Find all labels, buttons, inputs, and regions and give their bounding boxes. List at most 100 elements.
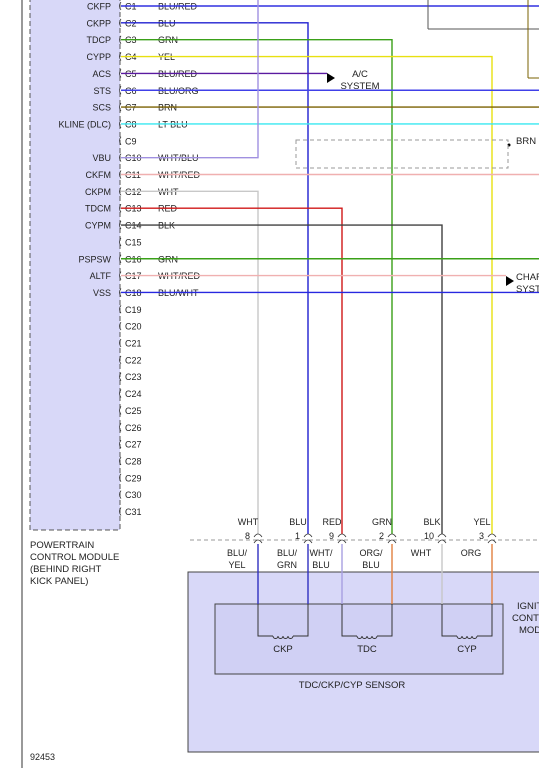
coil-lead <box>477 604 493 637</box>
pin-signal-label: CKFM <box>86 170 112 180</box>
coil-label: TDC <box>357 644 377 655</box>
dashed-shield <box>295 139 509 169</box>
wire-c4 <box>121 55 493 534</box>
pin-terminal <box>119 271 122 280</box>
connector-terminal <box>303 533 313 538</box>
connector-top-label: GRN <box>372 517 392 527</box>
pin-terminal <box>119 355 122 365</box>
ac-arrow-icon <box>327 73 335 83</box>
pin-terminal <box>119 69 122 78</box>
pin-signal-label: TDCP <box>87 35 112 45</box>
coil-label: CKP <box>273 644 293 655</box>
coil-winding-icon <box>356 635 378 639</box>
ignition-line2: CONT <box>512 613 539 624</box>
pin-signal-label: KLINE (DLC) <box>58 119 111 129</box>
ac-system-line1: A/C <box>352 69 368 80</box>
wire-c14 <box>121 224 443 534</box>
ignition-line3: MOD <box>519 625 539 636</box>
coil-label: CYP <box>457 644 477 655</box>
sensor-name: TDC/CKP/CYP SENSOR <box>299 680 406 691</box>
coil-lead <box>341 604 357 637</box>
pin-terminal <box>119 423 122 432</box>
pin-signal-label: CKPP <box>86 18 111 28</box>
pcm-caption-line: KICK PANEL) <box>30 576 88 587</box>
pin-signal-label: STS <box>93 86 111 96</box>
pin-number: C21 <box>125 339 142 349</box>
pin-number: C27 <box>125 440 142 450</box>
connector-terminal <box>487 533 497 538</box>
pin-number: C23 <box>125 372 142 382</box>
pin-terminal <box>119 237 122 247</box>
figure-code: 92453 <box>30 752 55 762</box>
connector-terminal <box>337 539 347 544</box>
pin-number: C9 <box>125 136 137 146</box>
pin-terminal <box>119 220 122 230</box>
connector-terminal <box>253 533 263 538</box>
connector-terminal <box>437 533 447 538</box>
pin-terminal <box>119 203 122 213</box>
wire-c13 <box>121 207 343 534</box>
connector: WHT8BLU/YELBLU1BLU/GRNRED9WHT/BLUGRN2ORG… <box>190 517 539 604</box>
pcm-caption-line: (BEHIND RIGHT <box>30 564 101 575</box>
pin-terminal <box>119 1 122 11</box>
pin-number: C22 <box>125 355 142 365</box>
charging-system-line1: CHAR <box>516 272 539 283</box>
pin-number: C24 <box>125 389 142 399</box>
connector-top-label: YEL <box>473 517 490 527</box>
pin-signal-label: CYPM <box>85 221 111 231</box>
pin-signal-label: ACS <box>92 69 111 79</box>
pin-signal-label: VSS <box>93 288 111 298</box>
ac-system-line2: SYSTEM <box>340 81 379 92</box>
pin-terminal <box>119 102 122 112</box>
wire-c10 <box>121 0 259 159</box>
coil-lead <box>377 604 393 637</box>
pcm-caption-line: CONTROL MODULE <box>30 552 119 563</box>
connector-terminal <box>337 533 347 538</box>
connector-pin-number: 2 <box>379 531 384 541</box>
ignition-line1: IGNIT <box>517 601 539 612</box>
pin-terminal <box>119 86 122 95</box>
pin-terminal <box>119 187 122 196</box>
connector-top-label: BLK <box>423 517 440 527</box>
pin-signal-label: CKPM <box>85 187 111 197</box>
pcm-caption-line: POWERTRAIN <box>30 540 94 551</box>
pin-terminal <box>119 439 122 449</box>
brn-label: BRN <box>516 136 536 147</box>
connector-terminal <box>487 539 497 544</box>
connector-bottom-label: BLU <box>362 560 380 570</box>
pin-terminal <box>119 254 122 263</box>
connector-terminal <box>253 539 263 544</box>
pin-terminal <box>119 288 122 297</box>
pin-terminal <box>119 321 122 331</box>
sensor-box <box>214 603 504 675</box>
connector-bottom-label: WHT <box>411 548 432 558</box>
connector-bottom-label: ORG <box>461 548 482 558</box>
pin-terminal <box>119 507 122 516</box>
pin-signal-label: CKFP <box>87 2 111 12</box>
pin-signal-label: PSPSW <box>78 254 111 264</box>
connector-pin-number: 8 <box>245 531 250 541</box>
pin-number: C29 <box>125 473 142 483</box>
connector-pin-number: 10 <box>424 531 434 541</box>
charging-arrow-icon <box>506 276 514 286</box>
coil-lead <box>257 604 273 637</box>
pin-number: C15 <box>125 237 142 247</box>
pcm-box <box>29 0 121 531</box>
connector-bottom-label: BLU/ <box>227 548 248 558</box>
wire-c3 <box>121 39 393 534</box>
wire-c2 <box>121 22 309 534</box>
connector-bottom-label: GRN <box>277 560 297 570</box>
connector-bottom-label: BLU/ <box>277 548 298 558</box>
pin-terminal <box>119 456 122 466</box>
connector-pin-number: 1 <box>295 531 300 541</box>
pin-signal-label: VBU <box>92 153 111 163</box>
connector-terminal <box>387 533 397 538</box>
wire-c12 <box>121 190 259 534</box>
pin-number: C19 <box>125 305 142 315</box>
pin-number: C28 <box>125 456 142 466</box>
connector-bottom-label: BLU <box>312 560 330 570</box>
pin-terminal <box>119 52 122 61</box>
pin-terminal <box>119 473 122 483</box>
